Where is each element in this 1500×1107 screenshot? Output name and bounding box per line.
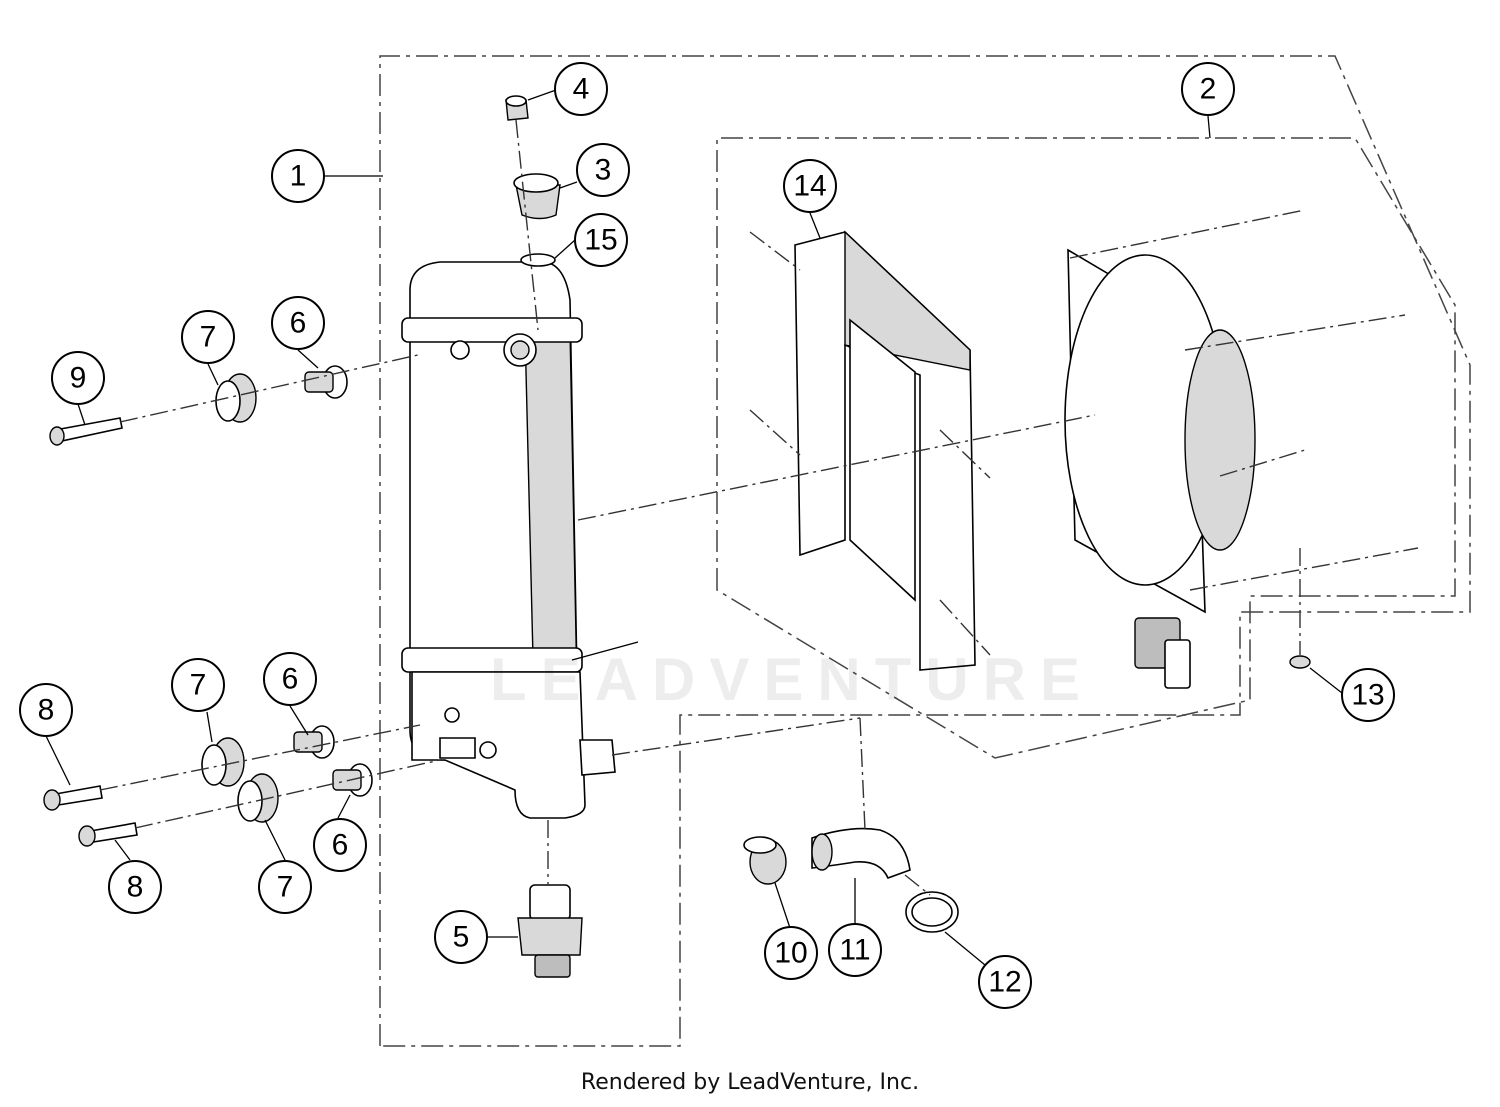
svg-text:6: 6 bbox=[290, 307, 307, 340]
callout-8-lower: 8 bbox=[108, 860, 162, 914]
fan-shroud-14 bbox=[794, 230, 976, 671]
callout-15: 15 bbox=[574, 213, 628, 267]
footer-credit: Rendered by LeadVenture, Inc. bbox=[580, 1070, 920, 1095]
svg-text:2: 2 bbox=[1200, 73, 1217, 106]
callout-12: 12 bbox=[978, 955, 1032, 1009]
sleeve-6-upper bbox=[304, 365, 348, 399]
callout-3: 3 bbox=[576, 143, 630, 197]
svg-text:6: 6 bbox=[282, 663, 299, 696]
callout-6-upper: 6 bbox=[271, 296, 325, 350]
callout-7-lower: 7 bbox=[258, 860, 312, 914]
thermo-switch-5 bbox=[517, 884, 583, 978]
svg-text:11: 11 bbox=[839, 934, 870, 967]
callout-11: 11 bbox=[828, 923, 882, 977]
svg-text:9: 9 bbox=[70, 362, 87, 395]
clamp-12 bbox=[905, 891, 959, 933]
callout-5: 5 bbox=[434, 910, 488, 964]
callout-10: 10 bbox=[764, 926, 818, 980]
svg-text:7: 7 bbox=[190, 669, 207, 702]
svg-text:4: 4 bbox=[573, 73, 590, 106]
callout-1: 1 bbox=[271, 149, 325, 203]
svg-text:7: 7 bbox=[200, 321, 217, 354]
grommet-7-upper bbox=[215, 373, 257, 423]
svg-text:6: 6 bbox=[332, 829, 349, 862]
hose-11 bbox=[811, 827, 911, 880]
callout-7-upper: 7 bbox=[181, 310, 235, 364]
grommet-7-middle bbox=[201, 737, 245, 787]
svg-text:10: 10 bbox=[774, 937, 807, 970]
svg-text:13: 13 bbox=[1351, 679, 1384, 712]
callout-8-upper: 8 bbox=[19, 683, 73, 737]
watermark-text: LEADVENTURE bbox=[490, 646, 1095, 713]
callout-2: 2 bbox=[1181, 62, 1235, 116]
radiator bbox=[401, 261, 616, 819]
svg-text:3: 3 bbox=[595, 154, 612, 187]
svg-text:15: 15 bbox=[584, 224, 617, 257]
svg-text:1: 1 bbox=[290, 160, 307, 193]
svg-text:14: 14 bbox=[793, 170, 826, 203]
callout-14: 14 bbox=[783, 159, 837, 213]
svg-text:8: 8 bbox=[127, 871, 144, 904]
grommet-7-lower bbox=[237, 773, 279, 823]
callout-6-lower: 6 bbox=[313, 818, 367, 872]
callout-13: 13 bbox=[1341, 668, 1395, 722]
cap-10 bbox=[743, 836, 787, 885]
clip-13 bbox=[1289, 655, 1311, 669]
svg-text:7: 7 bbox=[277, 871, 294, 904]
fan-assembly-2 bbox=[1064, 248, 1256, 689]
drain-plug-4 bbox=[505, 95, 529, 121]
bolt-9 bbox=[49, 417, 123, 446]
callout-9: 9 bbox=[51, 351, 105, 405]
assembly-1-outline bbox=[379, 55, 1471, 1047]
svg-text:12: 12 bbox=[988, 966, 1021, 999]
callout-7-middle: 7 bbox=[171, 658, 225, 712]
bolt-8-lower bbox=[78, 822, 138, 847]
svg-text:8: 8 bbox=[38, 694, 55, 727]
sleeve-6-middle bbox=[293, 725, 335, 759]
assembly-2-outline bbox=[716, 137, 1456, 759]
filler-neck-3 bbox=[513, 173, 561, 220]
svg-text:5: 5 bbox=[453, 921, 470, 954]
callout-4: 4 bbox=[554, 62, 608, 116]
sleeve-6-lower bbox=[332, 763, 373, 797]
callout-6-middle: 6 bbox=[263, 652, 317, 706]
bolt-8-upper bbox=[43, 785, 103, 811]
o-ring-15 bbox=[520, 253, 556, 267]
